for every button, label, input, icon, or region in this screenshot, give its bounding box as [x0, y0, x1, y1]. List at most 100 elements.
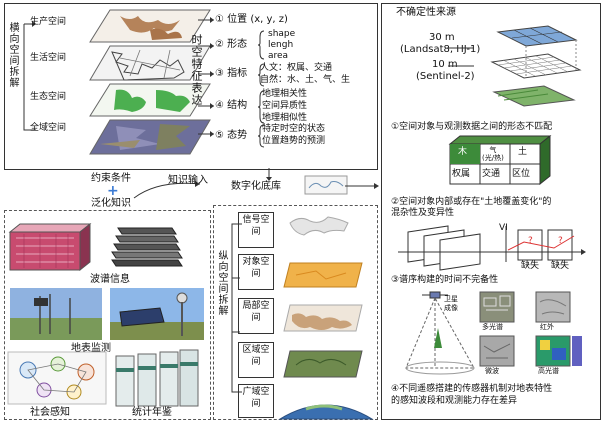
knowledge-arrow [133, 181, 201, 199]
layer-label-production: 生产空间 [30, 17, 67, 27]
panel-to-base-arrow [266, 168, 272, 181]
block-cell-ownership: 权属 [452, 169, 471, 179]
grid-10m [490, 53, 582, 79]
missing-mark-2: ? [558, 236, 563, 246]
missing-label-1: 缺失 [521, 261, 540, 271]
feature-trend: ⑤ 态势 [215, 130, 248, 141]
sensor-label-infrared: 红外 [540, 323, 554, 331]
feature-structure: ④ 结构 [215, 100, 248, 111]
layer-production [89, 9, 211, 43]
vertical-bracket [231, 223, 242, 393]
level-box-regional [238, 342, 274, 378]
sensor-label-microwave: 微波 [485, 367, 499, 375]
sensor-label-multispectral: 多光谱 [482, 323, 503, 331]
plus-sign: + [107, 183, 119, 199]
uncertainty-panel [381, 3, 601, 420]
yearbook-label: 统计年鉴 [132, 407, 172, 418]
resolution-10m-source: (Sentinel-2) [416, 71, 475, 82]
land-cover-block [448, 134, 552, 186]
resolution-10m: 10 m [432, 59, 458, 70]
grid-30m [496, 25, 578, 47]
layer-living [89, 45, 211, 81]
trend-item-state: 特定时空的状态 [262, 124, 326, 134]
digital-base-label: 数字化底库 [231, 181, 281, 192]
level-label-signal: 信号空间 [242, 215, 270, 237]
feature-arrows [198, 17, 214, 137]
statistical-yearbooks [115, 349, 199, 407]
layer-stack [89, 9, 211, 155]
social-sensing-label: 社会感知 [30, 407, 70, 418]
digital-base-icon [304, 175, 348, 195]
level-box-signal [238, 212, 274, 248]
structure-brace [257, 90, 265, 124]
indicator-brace [257, 63, 265, 87]
resolution-pointers [448, 47, 474, 67]
indicator-human: 人文：权属、交通 [260, 63, 333, 73]
block-cell-traffic: 交通 [482, 169, 501, 179]
shape-item-shape: shape [268, 29, 296, 39]
feature-indicator: ③ 指标 [215, 68, 248, 79]
ground-monitoring-photos [10, 288, 204, 340]
satellite-label-2: 成像 [444, 304, 458, 312]
shape-brace [257, 30, 265, 60]
feature-position: ① 位置 (x, y, z) [215, 14, 288, 25]
uncertainty-title: 不确定性来源 [396, 7, 456, 18]
uncertainty-item-1: ①空间对象与观测数据之间的形态不匹配 [391, 122, 553, 132]
ground-monitoring-label: 地表监测 [71, 343, 111, 354]
feature-shape: ② 形态 [215, 39, 248, 50]
level-box-local [238, 298, 274, 334]
horizontal-decomposition-label: 横向空间拆解 [7, 22, 18, 88]
data-sources-panel [4, 210, 211, 420]
block-cell-wood: 木 [458, 147, 468, 157]
wide-space-image [278, 404, 374, 420]
field-image [492, 85, 576, 107]
level-label-regional: 区域空间 [242, 345, 270, 367]
uncertainty-item-4-line1: ④不同遥感搭建的传感器机制对地表特性 [391, 384, 553, 394]
constraints-label: 约束条件 [91, 173, 131, 184]
shape-item-length: lengh [268, 40, 294, 50]
layer-ecology [89, 83, 211, 117]
level-label-object: 对象空间 [242, 257, 270, 279]
missing-label-2: 缺失 [551, 261, 570, 271]
sensor-images [479, 291, 582, 367]
resolution-grid-stack [490, 25, 582, 107]
uncertainty-item-4-line2: 的感知波段和观测能力存在差异 [391, 396, 518, 406]
trend-item-prediction: 位置趋势的预测 [262, 136, 326, 146]
block-cell-air: 气 (光/热) [482, 146, 504, 162]
spatial-decomposition-panel [4, 3, 378, 170]
knowledge-label: 泛化知识 [91, 198, 131, 209]
sensor-label-hyperspectral: 高光谱 [538, 367, 559, 375]
structure-item-similarity: 地理相似性 [262, 113, 308, 123]
layer-label-all: 全域空间 [30, 123, 67, 133]
uncertainty-item-2-line2: 混杂性及变异性 [391, 208, 455, 218]
layer-label-living: 生活空间 [30, 53, 67, 63]
level-box-object [238, 254, 274, 290]
block-cell-location: 区位 [512, 169, 531, 179]
uncertainty-item-3: ③谱序构建的时间不完备性 [391, 275, 499, 285]
horizontal-bracket [23, 21, 36, 131]
uncertainty-item-2-line1: ②空间对象内部或存在"土地覆盖变化"的 [391, 197, 552, 207]
signal-space-image [289, 216, 349, 236]
spectral-info-label: 波谱信息 [90, 274, 130, 285]
spatiotemporal-expression-label: 时空特征表达 [190, 34, 203, 106]
layer-all [89, 119, 211, 155]
object-space-image [283, 262, 363, 288]
base-to-right-arrow [345, 183, 379, 189]
level-label-wide: 广域空间 [242, 387, 270, 409]
resolution-30m: 30 m [429, 32, 455, 43]
layer-label-ecology: 生态空间 [30, 92, 67, 102]
vertical-decomposition-label: 纵向空间拆解 [216, 250, 227, 316]
structure-item-heterogeneity: 空间异质性 [262, 101, 308, 111]
block-cell-soil: 土 [518, 147, 528, 157]
vertical-level-images [278, 216, 374, 420]
indicator-nature: 自然：水、土、气、生 [260, 75, 351, 85]
time-series-schematic [398, 225, 586, 271]
social-sensing-diagram [7, 351, 107, 405]
level-box-wide [238, 384, 274, 418]
vi-axis-label: VI [499, 223, 508, 233]
trend-brace [257, 124, 265, 148]
missing-mark-1: ? [528, 236, 533, 246]
local-space-image [283, 304, 363, 332]
spectral-cube [8, 222, 92, 272]
